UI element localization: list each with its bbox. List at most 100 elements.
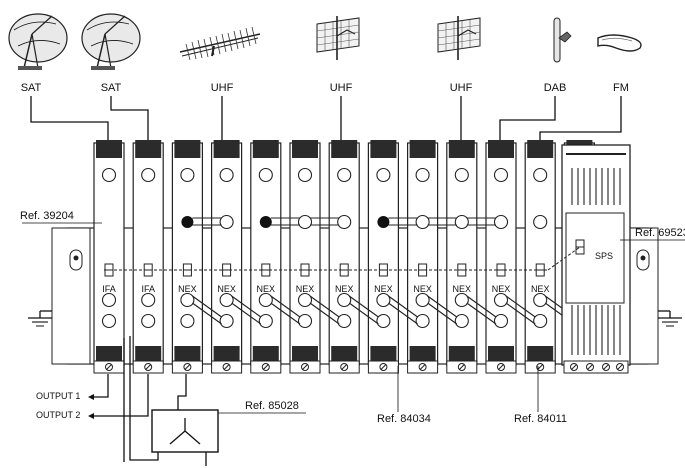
bridge-connector xyxy=(337,214,352,230)
bridge-jumper xyxy=(505,295,536,318)
module-top-cap xyxy=(331,140,358,158)
output-connector xyxy=(337,313,352,329)
ref-nex-fm-label: Ref. 84011 xyxy=(514,413,567,425)
output-connector xyxy=(415,313,430,329)
satellite-dish-icon xyxy=(8,13,68,70)
antenna-label: DAB xyxy=(544,82,567,94)
bridge-connector xyxy=(219,214,234,230)
bridge-connector xyxy=(493,214,509,230)
module-type-label: NEX xyxy=(492,284,511,294)
antenna-label: SAT xyxy=(101,82,122,94)
output-connector xyxy=(376,313,391,329)
led-indicator xyxy=(259,216,272,228)
bridge-jumper xyxy=(466,302,497,325)
module-type-label: IFA xyxy=(141,284,155,294)
bridge-connector xyxy=(219,292,234,308)
module-type-label: NEX xyxy=(374,284,393,294)
module-type-label: NEX xyxy=(531,284,550,294)
bridge-connector xyxy=(533,214,548,230)
module-top-cap xyxy=(488,140,514,158)
bridge-connector xyxy=(258,292,273,308)
bridge-jumper xyxy=(466,295,497,318)
bridge-connector xyxy=(533,292,548,308)
bridge-jumper xyxy=(192,295,222,318)
input-connector xyxy=(141,167,156,183)
ref-ifa-label: Ref. 39204 xyxy=(20,210,74,222)
module-bottom-cap xyxy=(96,346,122,364)
output-connector xyxy=(454,313,469,329)
yagi-antenna-icon xyxy=(179,26,261,61)
amplifier-module: NEX xyxy=(407,140,439,374)
bridge-jumper xyxy=(231,302,262,325)
amplifier-module: NEX xyxy=(446,140,478,374)
splitter-box xyxy=(123,336,219,466)
input-connector xyxy=(533,167,548,183)
antenna-label: FM xyxy=(613,82,629,94)
amplifier-module: NEX xyxy=(289,140,321,374)
module-bottom-cap xyxy=(252,346,279,364)
module-type-label: IFA xyxy=(102,284,116,294)
output-connector xyxy=(258,313,273,329)
bridge-connector xyxy=(376,292,391,308)
input-connector xyxy=(376,167,391,183)
amplifier-modules: IFAIFANEXNEXNEXNEXNEXNEXNEXNEXNEXNEXNEX xyxy=(93,140,596,374)
module-top-cap xyxy=(448,140,475,158)
bridge-connector xyxy=(297,214,313,230)
amplifier-module: NEX xyxy=(250,140,282,374)
output-connector xyxy=(180,313,195,329)
bridge-jumper xyxy=(427,302,458,325)
power-supply-unit: SPS xyxy=(561,144,631,374)
output-1-label: OUTPUT 1 xyxy=(36,391,80,401)
bridge-jumper xyxy=(505,302,536,325)
sps-label: SPS xyxy=(595,251,613,261)
module-type-label: NEX xyxy=(413,284,432,294)
output-connector xyxy=(141,313,156,329)
input-connector xyxy=(258,167,273,183)
dab-antenna-icon xyxy=(553,17,572,63)
module-top-cap xyxy=(213,140,240,158)
bridge-connector xyxy=(493,292,509,308)
amplifier-module: IFA xyxy=(132,140,164,374)
bridge-jumper xyxy=(231,295,262,318)
antenna-label: UHF xyxy=(211,82,234,94)
bridge-jumper xyxy=(309,295,340,318)
module-top-cap xyxy=(252,140,279,158)
ref-sps-label: Ref. 69523 xyxy=(635,227,685,239)
input-connector xyxy=(180,167,195,183)
output-connector xyxy=(297,313,313,329)
bridge-jumper xyxy=(270,295,301,318)
amplifier-module: NEX xyxy=(328,140,360,374)
module-bottom-cap xyxy=(409,346,436,364)
bridge-jumper xyxy=(192,302,222,325)
module-type-label: NEX xyxy=(217,284,236,294)
module-bottom-cap xyxy=(135,346,162,364)
amplifier-module: NEX xyxy=(524,140,556,374)
bridge-jumper xyxy=(388,302,418,325)
bridge-connector xyxy=(415,292,430,308)
input-connector xyxy=(493,167,509,183)
module-type-label: NEX xyxy=(178,284,197,294)
satellite-dish-icon xyxy=(81,13,141,70)
bridge-connector xyxy=(454,214,469,230)
psu-terminal-strip xyxy=(563,360,629,374)
antenna-label: UHF xyxy=(450,82,473,94)
output-connector xyxy=(493,313,509,329)
module-type-label: NEX xyxy=(296,284,315,294)
output-2-label: OUTPUT 2 xyxy=(36,410,80,420)
ref-splitter-label: Ref. 85028 xyxy=(245,400,299,412)
antenna-feed-cables xyxy=(30,96,622,143)
output-wiring: OUTPUT 1 OUTPUT 2 xyxy=(36,374,187,420)
reference-labels: Ref. 39204 Ref. 69523 Ref. 85028 Ref. 84… xyxy=(20,210,685,425)
module-type-label: NEX xyxy=(335,284,354,294)
module-top-cap xyxy=(135,140,162,158)
module-bottom-cap xyxy=(174,346,201,364)
amplifier-module: NEX xyxy=(485,140,517,374)
bridge-jumper xyxy=(427,295,458,318)
output-connector xyxy=(219,313,234,329)
module-type-label: NEX xyxy=(257,284,276,294)
amplifier-module: NEX xyxy=(211,140,243,374)
output-connector xyxy=(533,313,548,329)
bridge-jumper xyxy=(348,295,379,318)
module-top-cap xyxy=(409,140,436,158)
module-bottom-cap xyxy=(370,346,397,364)
